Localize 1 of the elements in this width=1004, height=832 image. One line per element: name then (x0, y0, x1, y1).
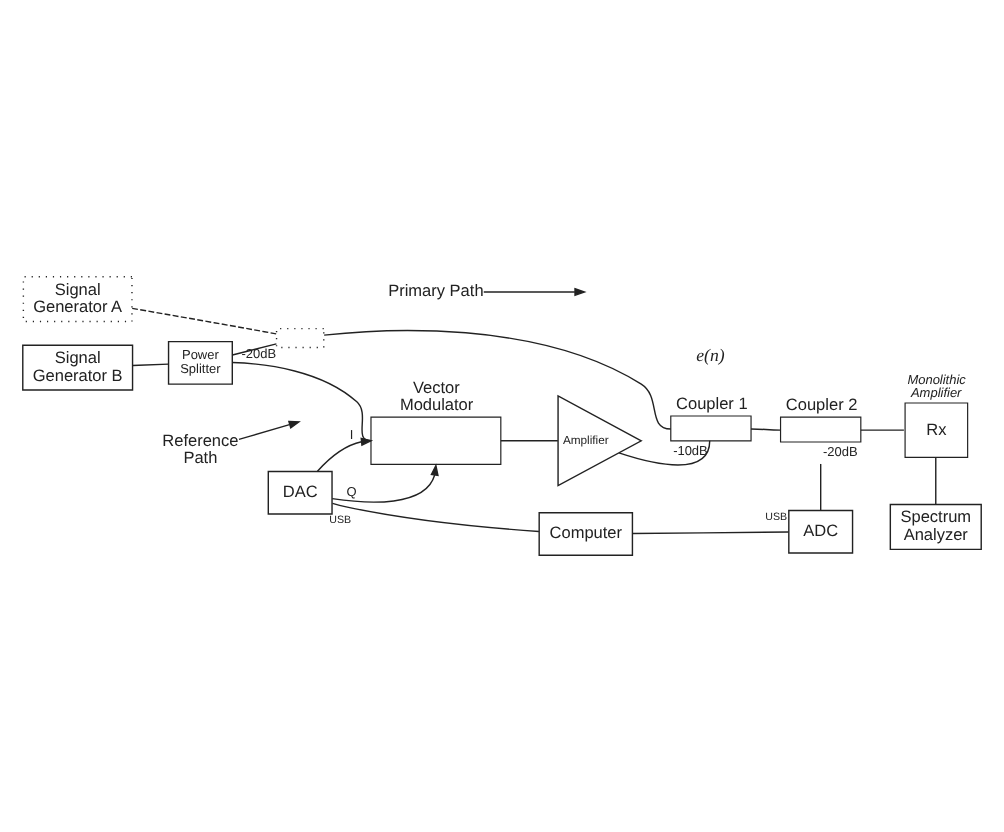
label: e(n) (696, 345, 725, 366)
